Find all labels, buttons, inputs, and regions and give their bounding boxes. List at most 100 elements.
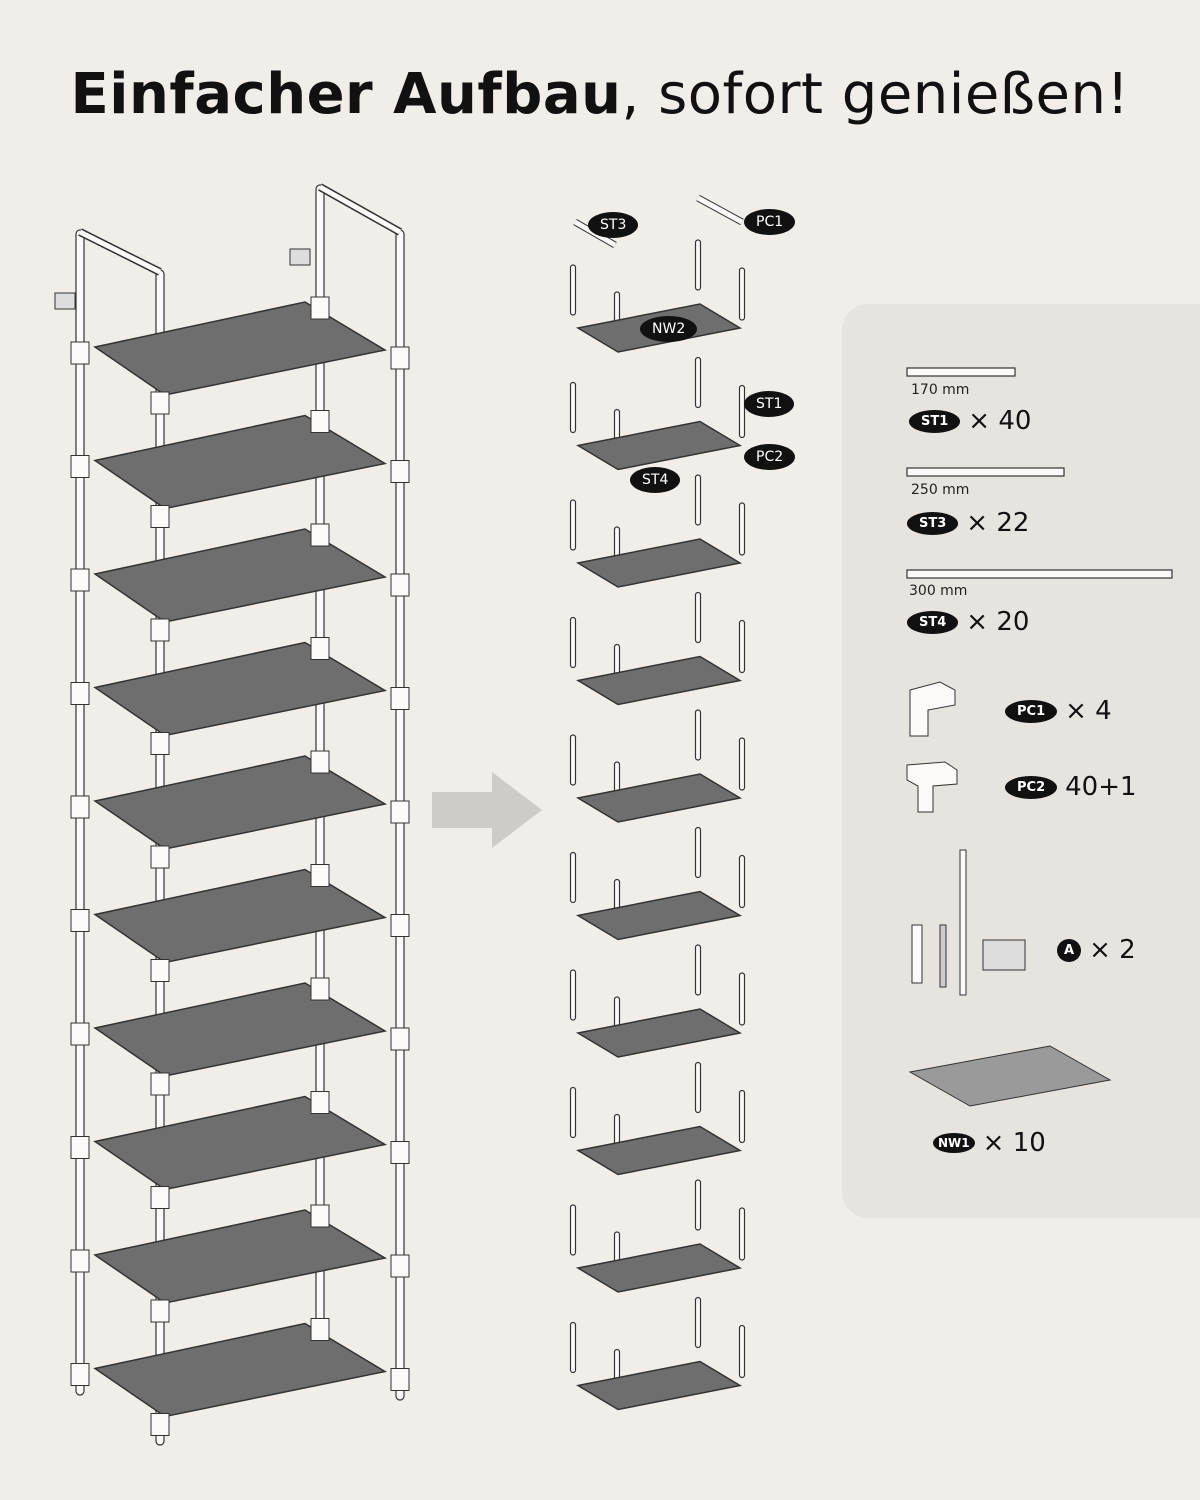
st1-pin xyxy=(569,851,577,904)
pc2-connector xyxy=(390,573,410,597)
exploded-shelf xyxy=(575,655,743,706)
st1-pin xyxy=(569,969,577,1021)
pc2-connector xyxy=(150,1186,170,1209)
pc2-icon xyxy=(906,761,958,813)
st1-pin xyxy=(694,826,702,879)
st1-pin xyxy=(569,1204,577,1256)
rack-shelf xyxy=(93,868,388,964)
pc2-connector xyxy=(390,460,410,483)
pc2-connector xyxy=(150,732,170,755)
pc2-connector xyxy=(310,637,330,660)
rod-icon xyxy=(906,467,1065,477)
pc2-connector xyxy=(390,687,410,710)
callout-st4: ST4 xyxy=(630,467,681,493)
callout-st3: ST3 xyxy=(588,212,639,238)
pc2-connector xyxy=(310,864,330,887)
pc2-connector xyxy=(150,1413,170,1436)
rack-shelf xyxy=(93,755,388,850)
pc2-connector xyxy=(150,618,170,642)
st1-pin xyxy=(694,1296,702,1349)
top-bar xyxy=(78,229,162,275)
rack-shelf xyxy=(93,414,388,510)
part-qty-a: A× 2 xyxy=(1057,935,1136,965)
exploded-shelf xyxy=(575,1008,743,1058)
st1-pin xyxy=(694,356,702,409)
pc1-icon xyxy=(909,681,956,737)
st1-pin xyxy=(569,499,577,551)
callout-pc2: PC2 xyxy=(744,444,796,470)
st1-pin xyxy=(694,944,702,996)
wall-anchor-icon xyxy=(54,292,76,310)
rack-shelf xyxy=(93,1095,388,1191)
exploded-shelf xyxy=(575,1243,743,1293)
pc2-connector xyxy=(390,914,410,937)
pc2-connector xyxy=(70,455,90,478)
pc2-connector xyxy=(390,346,410,370)
st1-pin xyxy=(738,1324,746,1379)
rod-icon xyxy=(906,367,1016,377)
pc2-connector xyxy=(70,682,90,705)
pc2-connector xyxy=(390,1254,410,1278)
rack-shelf xyxy=(93,528,388,623)
exploded-shelf xyxy=(575,1125,743,1176)
pc2-connector xyxy=(390,1368,410,1391)
pc2-connector xyxy=(150,391,170,415)
st1-pin xyxy=(738,1207,746,1261)
st1-pin xyxy=(569,616,577,669)
callout-st1: ST1 xyxy=(744,391,795,417)
rack-shelf xyxy=(93,1209,388,1304)
st1-pin xyxy=(694,1061,702,1114)
pc2-connector xyxy=(310,410,330,433)
arrow-icon xyxy=(432,772,542,848)
cable-tie-icon xyxy=(959,849,967,996)
st1-pin xyxy=(694,474,702,526)
pc2-connector xyxy=(70,1022,90,1046)
wall-anchor-icon xyxy=(289,248,311,266)
pc2-connector xyxy=(70,1136,90,1159)
wall-anchor-icon xyxy=(982,939,1026,971)
st1-pin xyxy=(738,267,746,321)
callout-nw2: NW2 xyxy=(640,316,698,342)
st1-pin xyxy=(569,734,577,786)
part-qty-nw1: NW1× 10 xyxy=(933,1128,1046,1158)
exploded-shelf xyxy=(575,420,743,471)
pc2-connector xyxy=(310,523,330,547)
pc2-connector xyxy=(70,795,90,819)
pc2-connector xyxy=(310,1204,330,1228)
pc2-connector xyxy=(150,845,170,869)
st1-pin xyxy=(738,619,746,674)
exploded-shelf xyxy=(575,890,743,941)
st1-pin xyxy=(738,502,746,556)
st1-pin xyxy=(569,264,577,316)
st1-pin xyxy=(569,1086,577,1139)
pc2-connector xyxy=(390,800,410,824)
pc2-connector xyxy=(70,909,90,932)
top-bar xyxy=(318,184,402,235)
pc2-connector xyxy=(70,568,90,592)
headline: Einfacher Aufbau, sofort genießen! xyxy=(70,62,1130,127)
part-length: 300 mm xyxy=(909,583,968,599)
part-qty-st1: ST1× 40 xyxy=(909,406,1031,436)
part-length: 170 mm xyxy=(911,382,970,398)
pc2-connector xyxy=(150,1072,170,1096)
pc2-connector xyxy=(310,1318,330,1341)
exploded-shelf xyxy=(575,1360,743,1411)
st1-pin xyxy=(738,384,746,439)
pc2-connector xyxy=(150,959,170,982)
part-qty-pc1: PC1× 4 xyxy=(1005,696,1112,726)
pc2-connector xyxy=(390,1141,410,1164)
callout-pc1: PC1 xyxy=(744,209,796,235)
rack-shelf xyxy=(93,1322,388,1418)
st1-pin xyxy=(694,239,702,291)
exploded-shelf xyxy=(575,773,743,823)
st1-pin xyxy=(738,737,746,791)
screw-icon xyxy=(939,924,947,988)
pc2-connector xyxy=(310,750,330,774)
pc2-connector xyxy=(150,1299,170,1323)
part-qty-st4: ST4× 20 xyxy=(907,607,1029,637)
pc2-connector xyxy=(310,296,330,320)
st1-pin xyxy=(694,709,702,761)
part-qty-st3: ST3× 22 xyxy=(907,508,1029,538)
